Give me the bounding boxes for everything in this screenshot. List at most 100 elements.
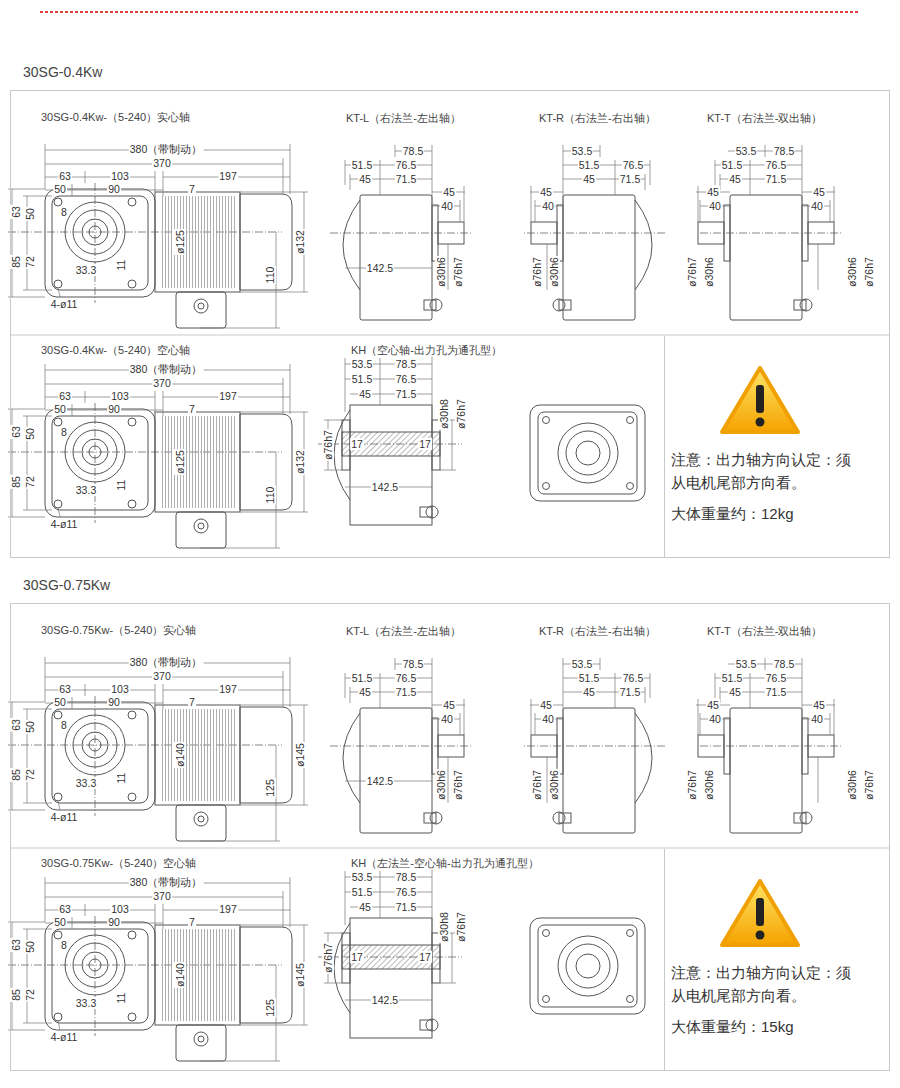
dimension-label: 63 [58,683,72,695]
dimension-label: 85 [10,768,22,782]
dimension-label: 50 [24,940,36,954]
dimension-label: 142.5 [366,262,394,274]
dimension-label: ø30h6 [846,769,858,801]
dimension-label: 142.5 [371,481,399,493]
view-title: KT-T（右法兰-双出轴） [706,625,824,638]
dimension-label: 17 [418,951,432,963]
dimension-label: 103 [110,903,130,915]
dimension-label: 71.5 [619,686,641,698]
dimension-label: ø140 [174,962,186,988]
dimension-label: ø76h7 [455,398,467,430]
dimension-label: 40 [440,713,454,725]
dimension-label: ø76h7 [531,769,543,801]
dimension-label: 33.3 [75,264,97,276]
dimension-label: 40 [440,200,454,212]
dimension-label: 45 [728,173,742,185]
dimension-label: 7 [188,696,196,708]
dimension-label: 51.5 [721,159,743,171]
dimension-label: 11 [115,479,127,492]
dimension-label: 78.5 [773,145,795,157]
dimension-label: 50 [53,916,67,928]
dimension-label: 125 [264,998,276,1018]
dimension-label: ø76h7 [686,256,698,288]
note-cell: 注意：出力轴方向认定：须 从电机尾部方向看。大体重量约：12kg [664,336,890,558]
dimension-label: 45 [812,186,826,198]
dimension-label: 103 [110,683,130,695]
dimension-label: 4-ø11 [50,811,79,823]
dimension-label: 370 [152,157,172,169]
dimension-label: 71.5 [395,173,417,185]
dimension-label: 71.5 [619,173,641,185]
dimension-label: 63 [10,938,22,952]
dimension-label: ø145 [294,742,306,768]
dimension-label: 40 [541,200,555,212]
dimension-label: 40 [708,713,722,725]
dimension-label: ø30h8 [438,911,450,943]
dimension-label: ø30h6 [548,256,560,288]
dimension-label: 370 [152,377,172,389]
dimension-label: 63 [10,718,22,732]
dimension-label: 11 [115,772,127,785]
dimension-label: ø30h6 [703,769,715,801]
dimension-label: 51.5 [351,373,373,385]
dimension-label: 63 [58,390,72,402]
dimension-label: 40 [708,200,722,212]
dimension-label: 78.5 [395,358,417,370]
dimension-label: 45 [442,699,456,711]
dimension-label: 45 [358,173,372,185]
dimension-label: 51.5 [351,159,373,171]
view-title: 30SG-0.4Kw-（5-240）实心轴 [40,111,191,124]
dimension-label: 33.3 [75,777,97,789]
note-text: 注意：出力轴方向认定：须 从电机尾部方向看。 [671,961,867,1007]
view-title: KT-L（右法兰-左出轴） [345,625,462,638]
view-title: KT-R（右法兰-右出轴） [538,625,657,638]
dimension-label: 72 [24,255,36,269]
dimension-label: 40 [810,200,824,212]
dimension-label: 8 [60,939,68,951]
note-text: 注意：出力轴方向认定：须 从电机尾部方向看。 [671,448,867,494]
dimension-label: 11 [115,259,127,272]
dimension-label: 7 [188,183,196,195]
dimension-label: ø125 [174,449,186,475]
dimension-label: 197 [218,903,238,915]
dimension-label: ø30h6 [703,256,715,288]
dimension-label: 53.5 [351,358,373,370]
dimension-label: 103 [110,390,130,402]
dimension-label: 90 [107,183,121,195]
dimension-label: ø76h7 [531,256,543,288]
section-title: 30SG-0.75Kw [23,577,110,593]
dimension-label: 17 [350,951,364,963]
dimension-label: 78.5 [402,145,424,157]
dimension-label: 63 [10,425,22,439]
view-title: 30SG-0.75Kw-（5-240）空心轴 [40,857,197,870]
dimension-label: 45 [706,186,720,198]
dimension-label: 71.5 [395,686,417,698]
dimension-label: ø76h7 [452,769,464,801]
section-panel: 30SG-0.75Kw注意：出力轴方向认定：须 从电机尾部方向看。大体重量约：1… [10,603,890,1071]
dimension-label: ø76h7 [863,769,875,801]
dimension-label: 90 [107,403,121,415]
dimension-label: 53.5 [571,658,593,670]
dimension-label: 53.5 [735,145,757,157]
dimension-label: 45 [728,686,742,698]
dimension-label: 45 [582,686,596,698]
view-title: 30SG-0.4Kw-（5-240）空心轴 [40,344,191,357]
dimension-label: ø30h6 [435,769,447,801]
dimension-label: 110 [264,266,276,285]
dimension-label: 370 [152,890,172,902]
dimension-label: 78.5 [773,658,795,670]
dimension-label: 72 [24,475,36,489]
dimension-label: 51.5 [578,159,600,171]
view-title: 30SG-0.75Kw-（5-240）实心轴 [40,624,197,637]
dimension-label: 45 [812,699,826,711]
dimension-label: 76.5 [395,159,417,171]
dimension-label: 50 [53,403,67,415]
dimension-label: 76.5 [622,159,644,171]
dimension-label: ø76h7 [452,256,464,288]
dimension-label: 51.5 [351,672,373,684]
dimension-label: 76.5 [395,886,417,898]
dimension-label: 11 [115,992,127,1005]
dimension-label: 8 [60,206,68,218]
dimension-label: 103 [110,170,130,182]
dimension-label: 7 [188,403,196,415]
